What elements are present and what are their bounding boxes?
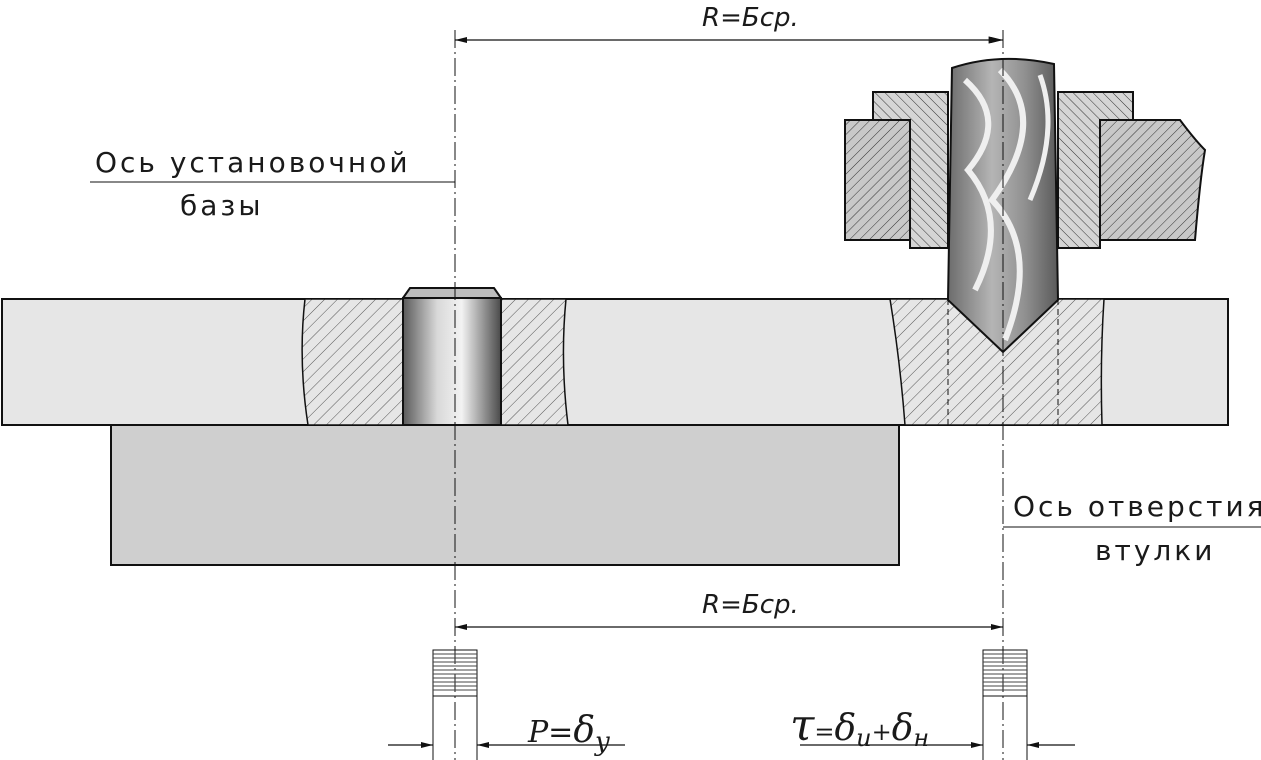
formula-right-lhs: τ <box>790 700 815 751</box>
formula-right-eq: = <box>814 718 834 746</box>
formula-left: P=δy <box>527 710 610 757</box>
bushing-axis-label-line2: втулки <box>1095 534 1215 567</box>
formula-left-delta: δ <box>573 710 595 751</box>
formula-right-plus: + <box>872 718 892 746</box>
base-axis-label-line1: Ось установочной <box>95 146 411 179</box>
tolerance-zone-left <box>388 649 625 760</box>
jig-plate <box>844 119 911 241</box>
bushing-axis-label-line1: Ось отверстия <box>1013 490 1261 523</box>
formula-right-sub1: u <box>856 724 871 752</box>
base-axis-label-line2: базы <box>180 189 263 222</box>
formula-right-sub2: н <box>913 724 929 752</box>
hole-section-hatch <box>889 298 1105 426</box>
formula-left-lhs: P= <box>527 715 573 750</box>
locating-pin <box>401 287 503 426</box>
formula-left-sub: y <box>594 727 610 757</box>
formula-right: τ=δu+δн <box>790 700 929 752</box>
bushing-left <box>872 91 949 249</box>
formula-right-delta1: δ <box>834 708 856 749</box>
bottom-dimension-label: R=Бср. <box>702 590 799 620</box>
top-dimension-label: R=Бср. <box>702 3 799 33</box>
formula-right-delta2: δ <box>892 708 914 749</box>
tolerance-zone-right <box>800 649 1075 760</box>
jig-plate-right <box>1099 119 1207 241</box>
base-block <box>110 424 900 566</box>
